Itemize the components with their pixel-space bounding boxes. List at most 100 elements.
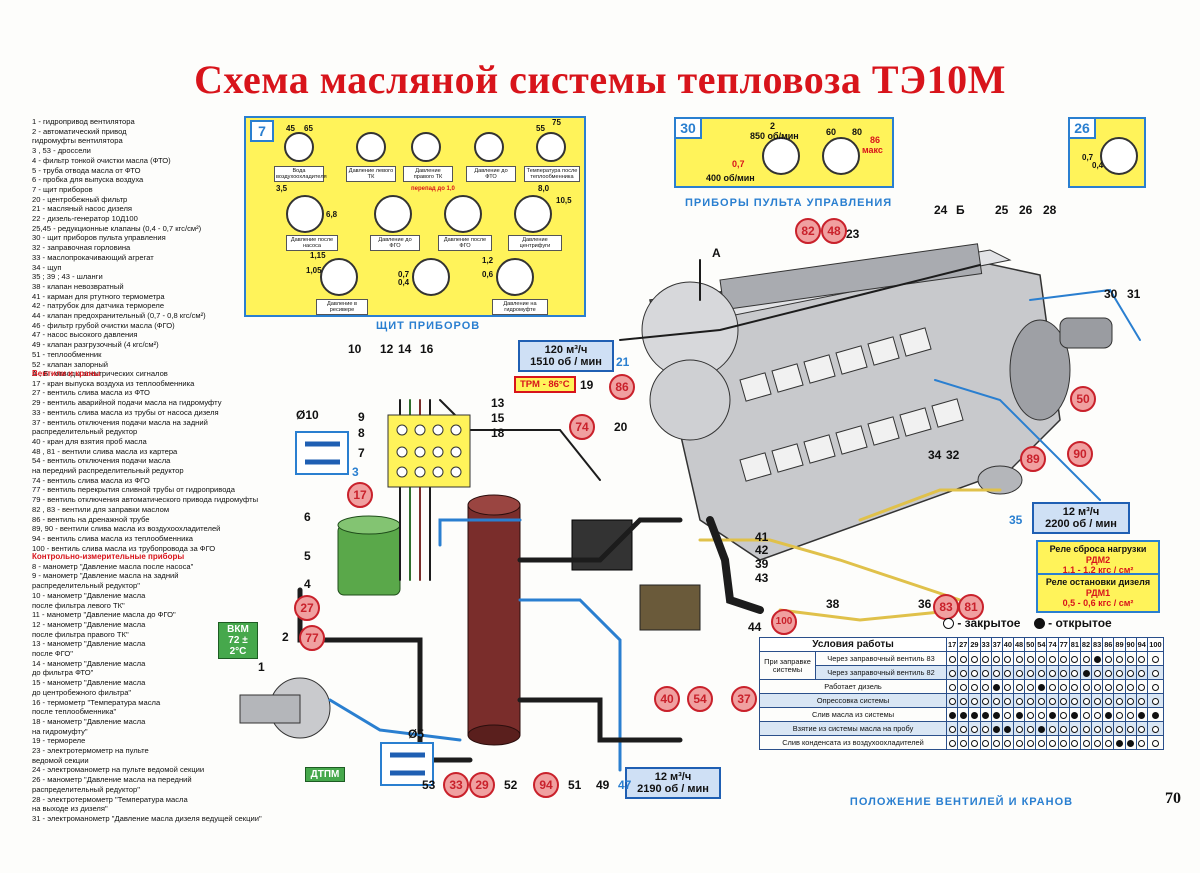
closed-dot-icon: [1060, 669, 1068, 677]
flow-callout-bottom: 12 м³/ч 2190 об / мин: [625, 767, 721, 799]
valve-state-cell: [957, 735, 970, 750]
gauge-mark: 0,4: [398, 278, 410, 287]
closed-dot-icon: [1151, 655, 1159, 663]
table-column-header: 17: [946, 637, 959, 652]
closed-dot-icon: [1071, 697, 1079, 705]
closed-dot-icon: [1015, 669, 1023, 677]
valve-state-cell: [1079, 735, 1093, 750]
valve-state-cell: [1001, 651, 1014, 666]
valve-state-cell: [957, 651, 970, 666]
gauge-mark: 1,05: [306, 266, 322, 275]
relay-value: 1,1 - 1,2 кгс / см²: [1062, 565, 1134, 575]
valve-state-cell: [968, 693, 981, 708]
component-number: 28: [1043, 203, 1057, 217]
fine-filter-drawing: [337, 515, 401, 596]
gauge-mark: 60: [826, 127, 837, 137]
valve-legend-item: 74 - вентиль слива масла из ФГО: [32, 475, 150, 485]
diesel-generator-drawing: [641, 243, 1071, 561]
gauge-mark: 86: [870, 135, 881, 145]
closed-dot-icon: [970, 697, 978, 705]
valve-state-cell: [990, 707, 1003, 722]
component-number: 21: [616, 355, 630, 369]
table-row: Взятие из системы масла на пробу: [758, 721, 1165, 736]
closed-dot-icon: [959, 669, 967, 677]
open-dot-icon: [1127, 739, 1135, 747]
valve-legend-item: 17 - кран выпуска воздуха из теплообменн…: [32, 378, 195, 388]
closed-dot-icon: [1060, 697, 1068, 705]
gauge-label: Давление правого ТК: [403, 166, 453, 183]
pipelines: [297, 259, 1141, 772]
instruments-legend: Контрольно-измерительные приборы 8 - ман…: [32, 552, 262, 824]
valve-state-cell: [979, 665, 992, 680]
closed-dot-icon: [1093, 725, 1101, 733]
valve-state-cell: [1057, 651, 1070, 666]
valve-state-cell: [1113, 707, 1126, 722]
valve-state-cell: [1146, 651, 1165, 666]
valve-state-cell: [1135, 693, 1148, 708]
closed-dot-icon: [1082, 655, 1090, 663]
right-units-drawing: [977, 317, 1113, 495]
valve-state-cell: [1035, 651, 1048, 666]
closed-dot-icon: [1115, 683, 1123, 691]
gauge-icon: [284, 132, 314, 162]
valve-state-cell: [946, 735, 959, 750]
valve-state-cell: [1102, 693, 1115, 708]
instrument-legend-item: после теплообменника": [32, 707, 117, 717]
gauge-mark: 0,7: [732, 159, 745, 169]
closed-dot-icon: [1082, 711, 1090, 719]
closed-dot-icon: [1127, 655, 1135, 663]
closed-dot-icon: [982, 683, 990, 691]
legend-item: 2 - автоматический привод: [32, 126, 127, 136]
key-closed-label: - закрытое: [957, 616, 1021, 630]
valve-state-cell: [990, 651, 1003, 666]
closed-dot-icon: [1151, 739, 1159, 747]
gauge-mark: 80: [852, 127, 863, 137]
closed-dot-icon: [948, 669, 956, 677]
closed-dot-icon: [993, 669, 1001, 677]
valve-state-cell: [1012, 693, 1026, 708]
valve-state-cell: [1068, 721, 1081, 736]
valve-number-badge: 17: [347, 482, 373, 508]
closed-dot-icon: [993, 697, 1001, 705]
vkm-label: ВКМ 72 ± 2°С: [218, 622, 258, 659]
component-number: 6: [304, 510, 311, 524]
open-dot-icon: [1093, 655, 1101, 663]
component-number: 52: [504, 778, 518, 792]
valve-state-cell: [1135, 651, 1148, 666]
legend-item: 35 ; 39 ; 43 - шланги: [32, 272, 103, 282]
gauge-icon: [474, 132, 504, 162]
closed-dot-icon: [943, 618, 954, 630]
closed-dot-icon: [1015, 655, 1023, 663]
component-number: 19: [580, 378, 594, 392]
valve-state-cell: [1124, 693, 1137, 708]
gauge-label: Давление после ФГО: [438, 235, 492, 252]
closed-dot-icon: [1093, 697, 1101, 705]
open-dot-icon: [970, 711, 978, 719]
legend-item: 20 - центробежный фильтр: [32, 194, 128, 204]
valve-state-cell: [1024, 651, 1037, 666]
component-number: 30: [1104, 287, 1118, 301]
component-number: 36: [918, 597, 932, 611]
instrument-legend-item: 26 - манометр "Давление масла на передни…: [32, 775, 192, 785]
valve-state-cell: [1091, 651, 1104, 666]
component-number: Ø10: [296, 408, 319, 422]
gauge-icon: [411, 132, 441, 162]
open-dot-icon: [1004, 725, 1012, 733]
closed-dot-icon: [1093, 669, 1101, 677]
component-number: 47: [618, 778, 632, 792]
closed-dot-icon: [1082, 697, 1090, 705]
closed-dot-icon: [1037, 711, 1045, 719]
legend-item: 47 - насос высокого давления: [32, 330, 138, 340]
valve-state-cell: [968, 679, 981, 694]
legend-item: 30 - щит приборов пульта управления: [32, 233, 166, 243]
valve-state-cell: [1146, 707, 1165, 722]
valve-state-cell: [1057, 721, 1070, 736]
valve-number-badge: 50: [1070, 386, 1096, 412]
open-dot-icon: [982, 711, 990, 719]
valve-state-cell: [1091, 735, 1104, 750]
table-column-header: 82: [1079, 637, 1093, 652]
closed-dot-icon: [1049, 683, 1057, 691]
closed-dot-icon: [1082, 739, 1090, 747]
instrument-legend-item: 12 - манометр "Давление масла: [32, 619, 146, 629]
